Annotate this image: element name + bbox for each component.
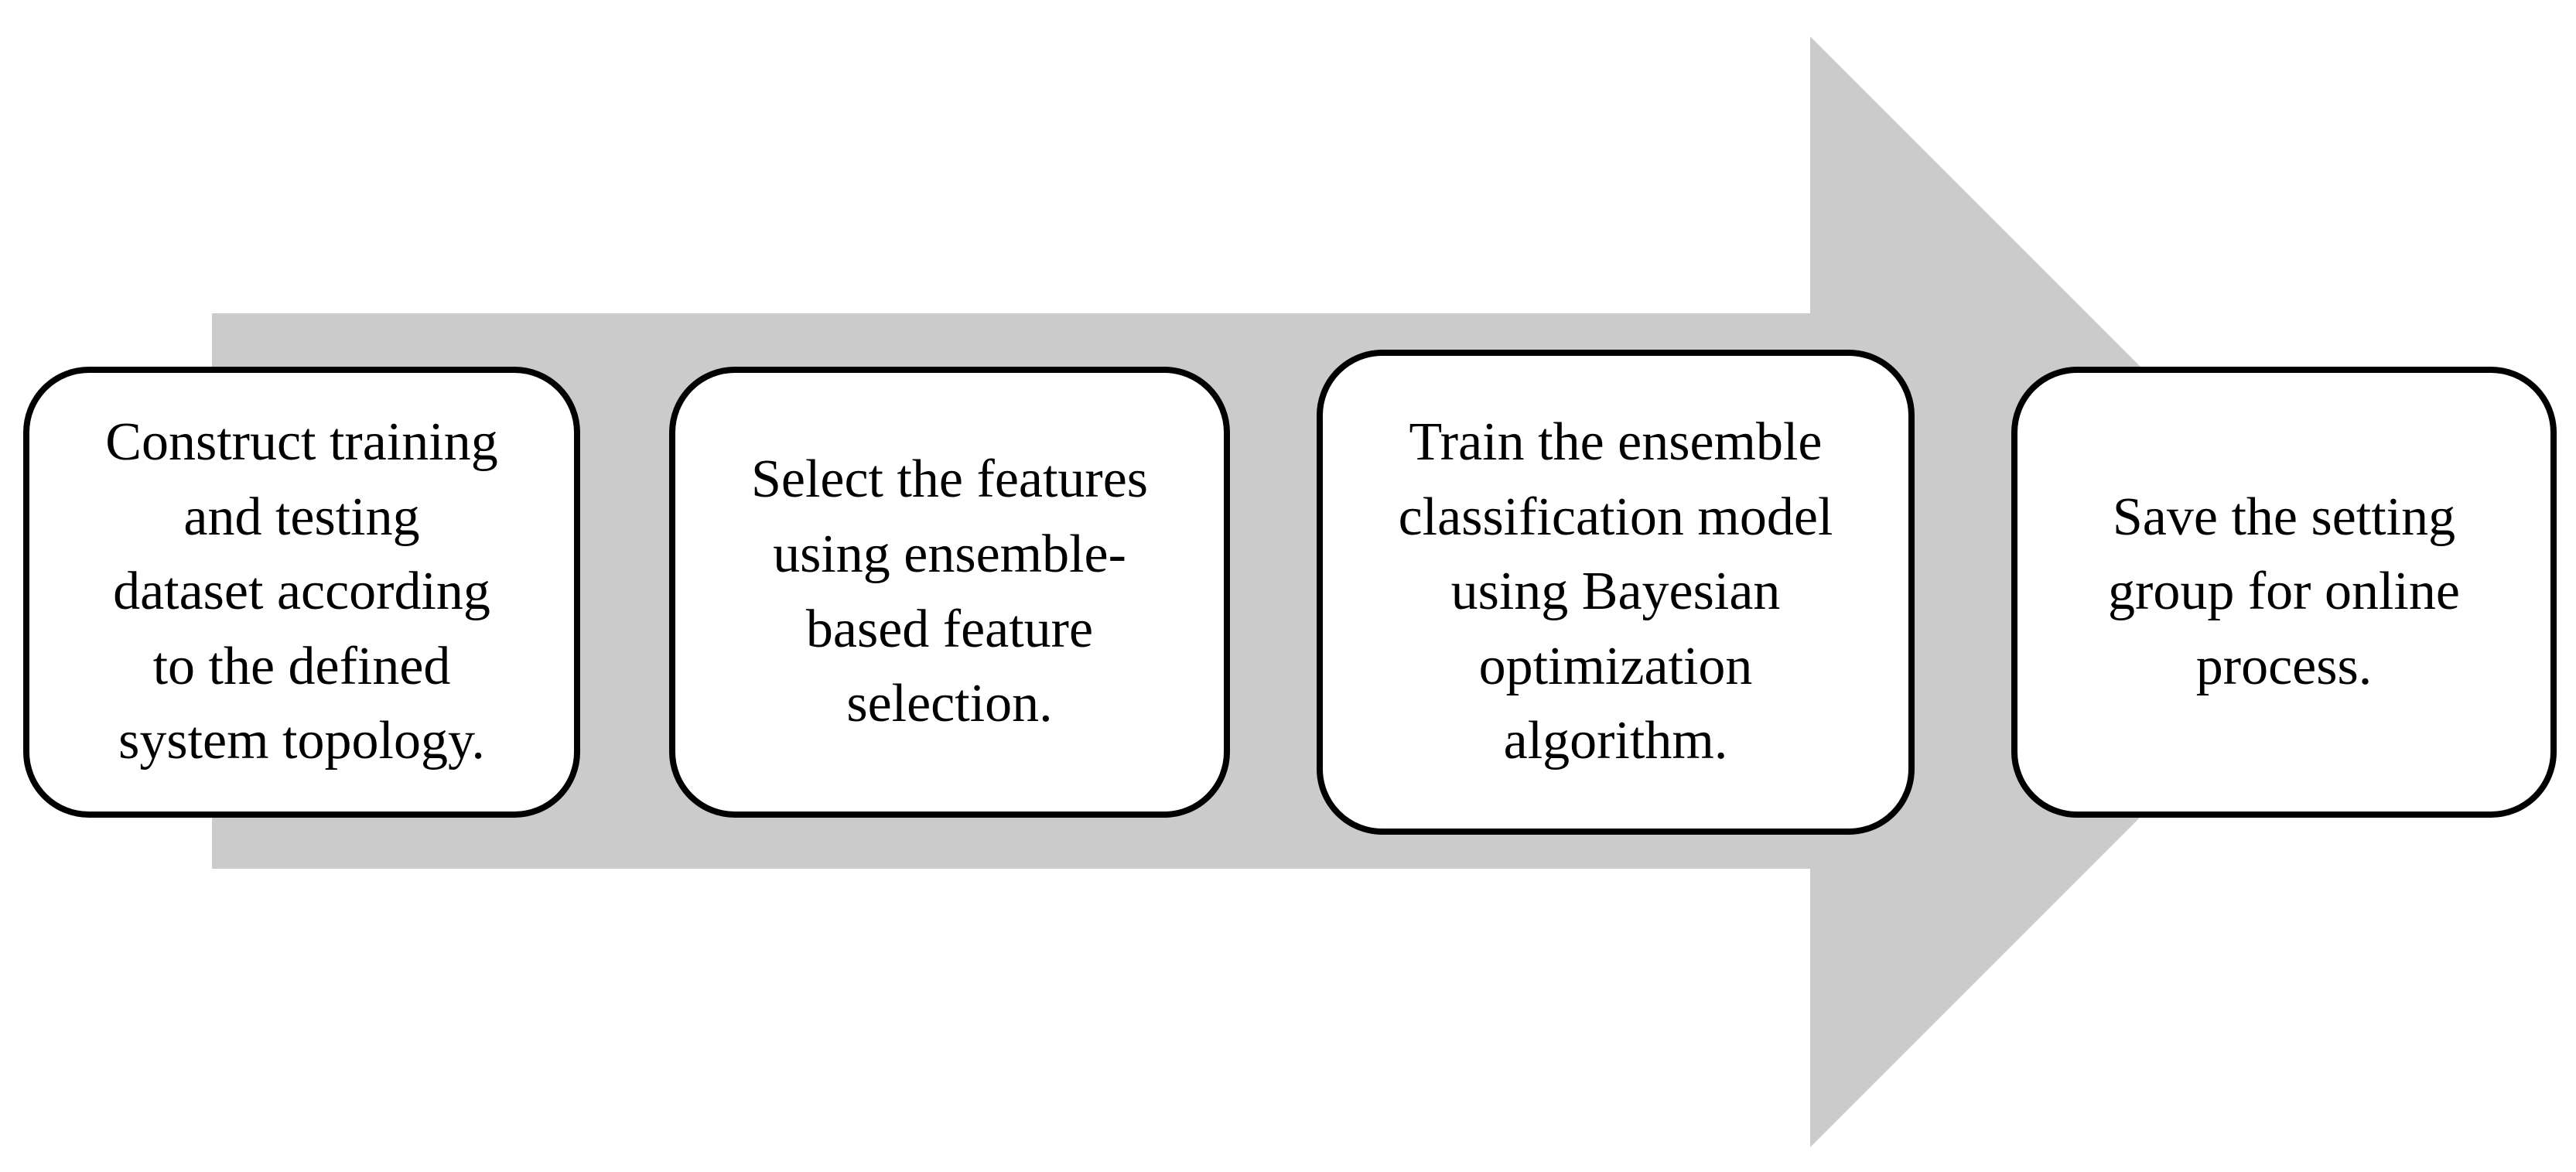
step-box-construct-dataset: Construct training and testing dataset a…: [23, 367, 580, 818]
step-box-save-settings: Save the setting group for online proces…: [2011, 367, 2557, 818]
step-text: Construct training and testing dataset a…: [105, 412, 498, 771]
step-text: Train the ensemble classification model …: [1398, 412, 1833, 771]
step-box-feature-selection: Select the features using ensemble- base…: [669, 367, 1230, 818]
step-box-train-model: Train the ensemble classification model …: [1317, 350, 1915, 835]
step-text: Save the setting group for online proces…: [2108, 487, 2460, 696]
step-text: Select the features using ensemble- base…: [750, 449, 1149, 734]
